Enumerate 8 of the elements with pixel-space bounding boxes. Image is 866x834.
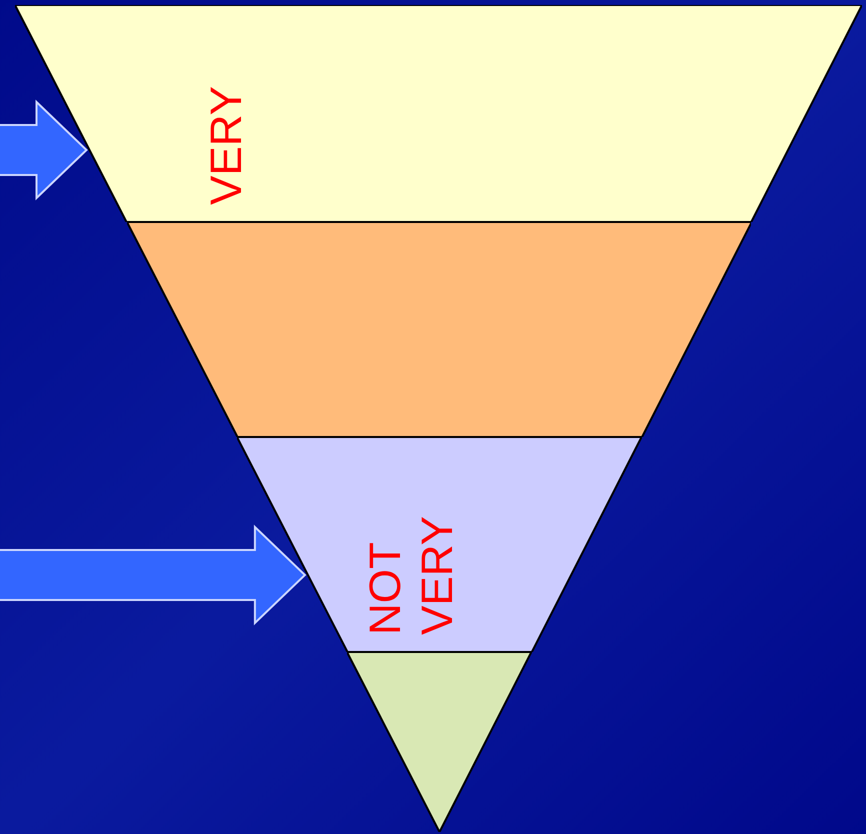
pyramid-band: [15, 5, 862, 222]
pyramid-band: [126, 222, 752, 437]
block-arrow: [0, 524, 306, 626]
pyramid-band: [237, 437, 642, 652]
rotated-label: VERY: [205, 86, 249, 205]
rotated-label: NOT VERY: [360, 514, 463, 635]
pyramid-tip: [347, 652, 532, 832]
block-arrow: [0, 100, 88, 200]
